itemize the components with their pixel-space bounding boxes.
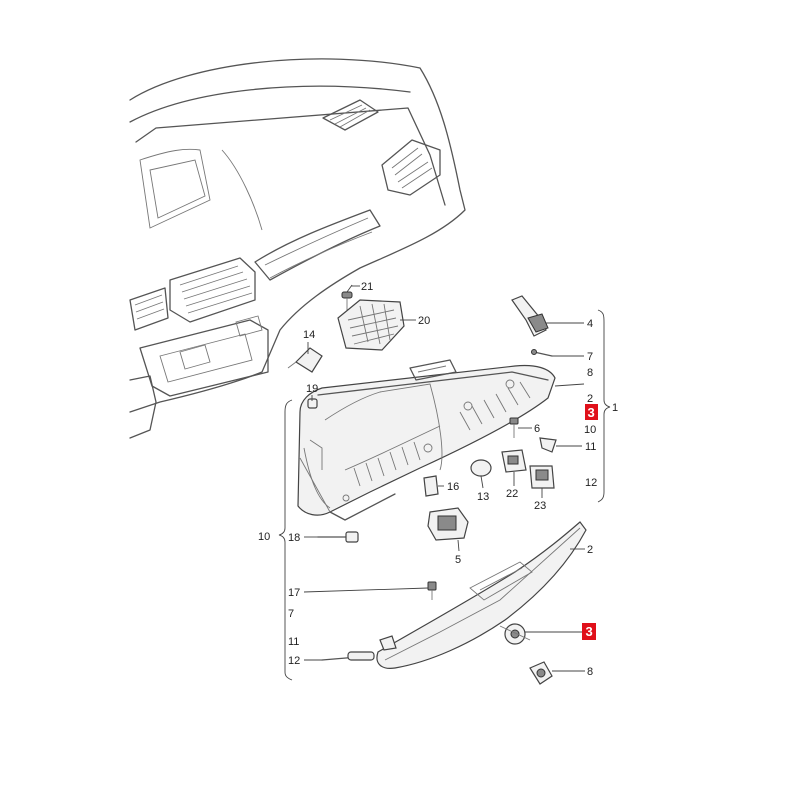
callout-11-bottom: 11	[288, 636, 299, 648]
callout-3-top: 3	[588, 405, 595, 420]
callout-12-top: 12	[585, 477, 597, 489]
callout-2-bottom: 2	[587, 544, 593, 556]
callout-14: 14	[303, 329, 315, 341]
callout-12-bottom: 12	[288, 655, 300, 667]
leader-lines	[303, 284, 585, 672]
part-12-hinge-pin	[321, 651, 375, 661]
part-14-lamp	[287, 347, 323, 373]
callout-3-bottom: 3	[586, 624, 593, 639]
part-20-latch-module	[337, 299, 405, 351]
callout-7-bottom: 7	[288, 608, 294, 620]
callout-18: 18	[288, 532, 300, 544]
callout-11-top: 11	[585, 441, 596, 453]
part-17-screw	[427, 581, 437, 600]
part-23-switch	[529, 465, 555, 489]
callout-5: 5	[455, 554, 461, 566]
part-8-lock	[529, 661, 553, 685]
part-11-lower-bracket	[379, 635, 397, 651]
part-21-screw	[341, 291, 353, 310]
highlight-callout-3-bottom: 3	[582, 623, 596, 640]
callout-21: 21	[361, 281, 373, 293]
glove-box-housing	[297, 359, 556, 521]
callout-10-left: 10	[258, 531, 270, 543]
callout-13: 13	[477, 491, 489, 503]
callout-2-top: 2	[587, 393, 593, 405]
dashboard-outline	[129, 58, 466, 439]
part-16-clip	[423, 475, 439, 497]
callout-20: 20	[418, 315, 430, 327]
part-4-lock-cylinder	[511, 295, 549, 337]
glove-box-lid	[376, 521, 587, 669]
part-6-screw	[509, 417, 519, 438]
part-18-bolt	[317, 531, 359, 543]
highlight-callout-3-top: 3	[585, 404, 598, 420]
callout-17: 17	[288, 587, 300, 599]
part-11-bracket	[539, 437, 557, 453]
part-13-cap	[470, 459, 492, 477]
callout-6: 6	[534, 423, 540, 435]
callouts: 21 20 14 19 4 7 8 2 10 1 6 11 12 16 13 2…	[258, 281, 618, 678]
callout-8-bottom: 8	[587, 666, 593, 678]
callout-16: 16	[447, 481, 459, 493]
callout-1: 1	[612, 402, 618, 414]
part-7-pin-top	[531, 349, 553, 357]
callout-10-top: 10	[584, 424, 596, 436]
callout-22: 22	[506, 488, 518, 500]
callout-23: 23	[534, 500, 546, 512]
part-3-lid-latch	[499, 623, 531, 645]
part-5-switch-block	[427, 507, 469, 541]
callout-19: 19	[306, 383, 318, 395]
part-22-switch	[501, 449, 527, 473]
callout-8-top: 8	[587, 367, 593, 379]
group-bracket-right	[597, 309, 611, 503]
callout-7-top: 7	[587, 351, 593, 363]
callout-4: 4	[587, 318, 593, 330]
part-19-clip	[307, 398, 318, 409]
group-bracket-left	[278, 399, 293, 681]
